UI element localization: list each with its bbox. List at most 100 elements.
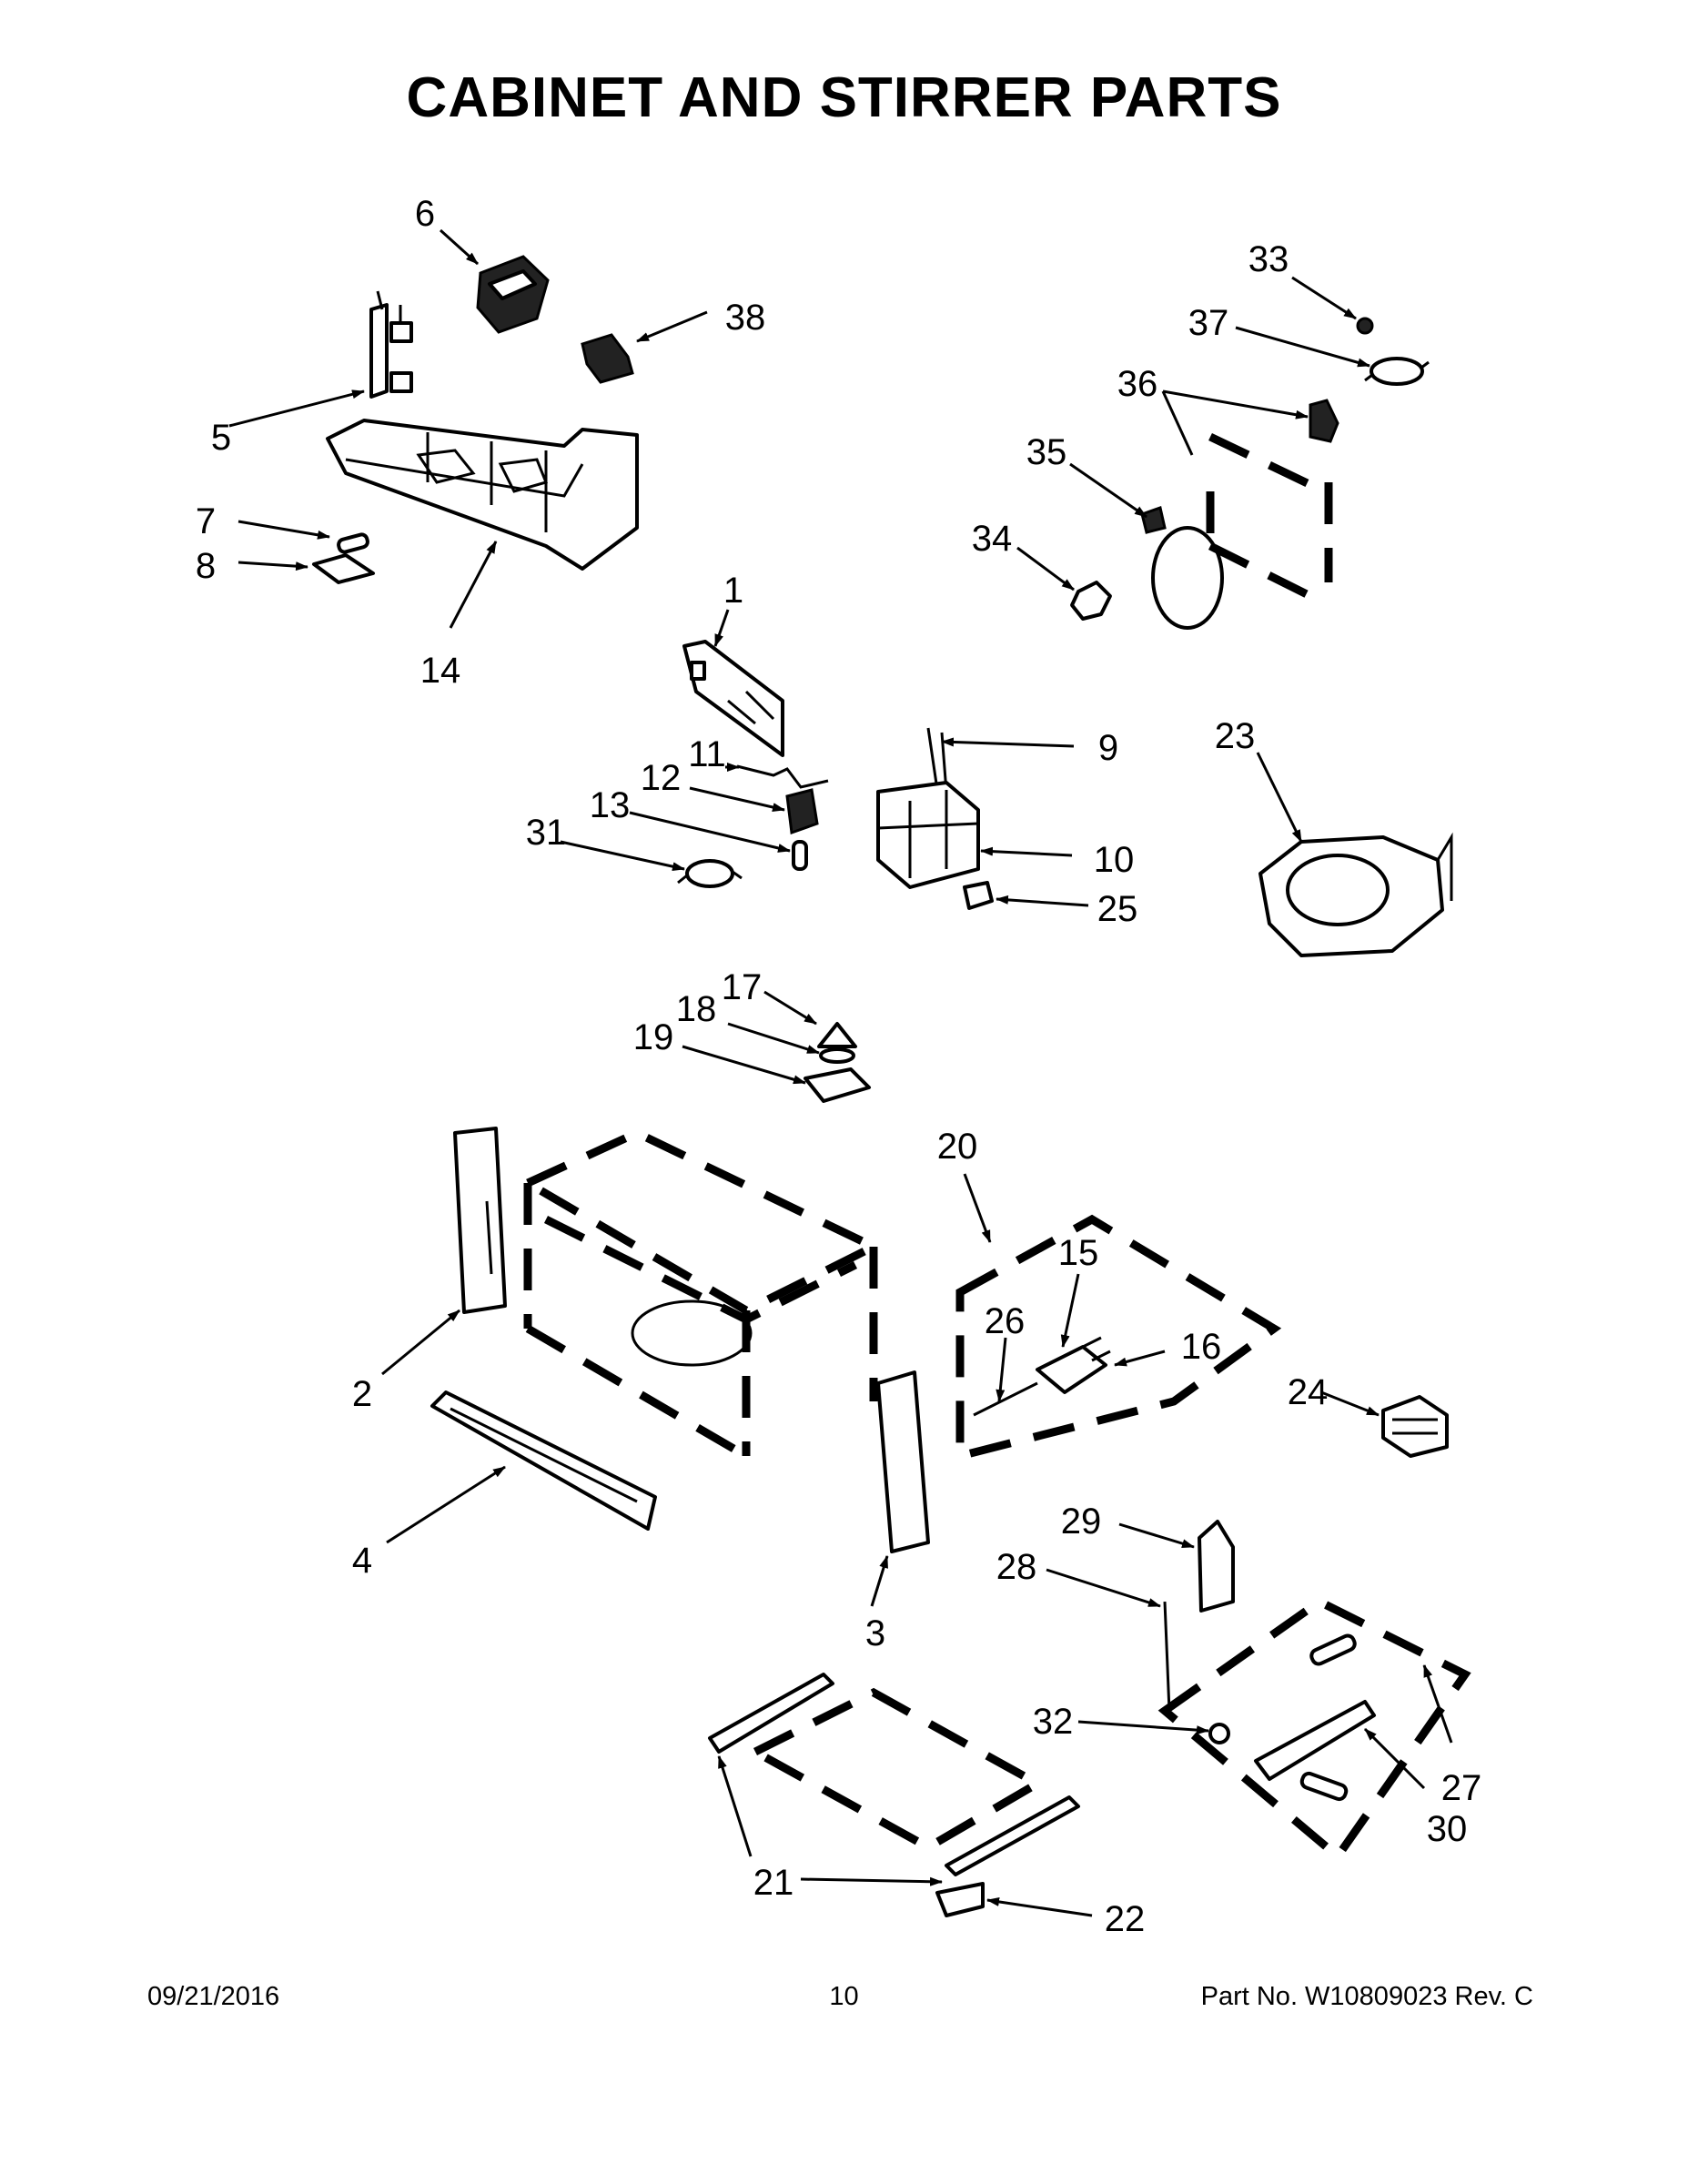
callout-25: 25 — [1097, 889, 1138, 929]
callout-12: 12 — [641, 758, 682, 798]
leader-4 — [386, 1465, 506, 1544]
part-23-blower — [1258, 832, 1453, 957]
callout-31: 31 — [526, 813, 567, 853]
leader-37 — [1235, 326, 1370, 368]
leader-17 — [763, 990, 817, 1026]
part-27-shaft — [1299, 1633, 1357, 1802]
leader-18 — [727, 1022, 820, 1055]
part-34-stirrer — [1070, 581, 1112, 621]
callout-34: 34 — [972, 519, 1013, 559]
callout-8: 8 — [196, 546, 216, 586]
callout-38: 38 — [725, 298, 766, 338]
callout-27: 27 — [1441, 1768, 1482, 1808]
part-1-pcb — [682, 640, 784, 757]
leader-7 — [238, 520, 330, 540]
callout-16: 16 — [1181, 1327, 1222, 1367]
part-15-bracket — [1036, 1345, 1107, 1394]
part-6-block — [476, 255, 550, 334]
leader-34 — [1016, 546, 1075, 592]
callout-3: 3 — [865, 1613, 885, 1653]
callout-4: 4 — [352, 1541, 372, 1581]
leader-21b — [800, 1876, 943, 1886]
callout-19: 19 — [633, 1017, 674, 1057]
part-29-bracket — [1198, 1520, 1235, 1613]
part-26-rod — [973, 1381, 1038, 1417]
callout-15: 15 — [1058, 1233, 1099, 1273]
leader-1 — [713, 609, 730, 647]
leader-19 — [682, 1045, 806, 1085]
part-16-sensor — [1082, 1336, 1111, 1362]
leader-15 — [1060, 1273, 1080, 1348]
leader-30 — [1363, 1727, 1426, 1790]
part-12-switch — [785, 788, 819, 835]
footer-part-number: Part No. W10809023 Rev. C — [1200, 1982, 1533, 2011]
callout-32: 32 — [1033, 1702, 1074, 1742]
callout-36: 36 — [1117, 364, 1158, 404]
callout-22: 22 — [1105, 1899, 1146, 1939]
callout-13: 13 — [590, 785, 631, 825]
leader-23 — [1256, 752, 1303, 843]
leader-25 — [996, 895, 1089, 907]
callout-24: 24 — [1288, 1372, 1329, 1412]
part-38-clip — [581, 333, 634, 384]
part-17-cap — [817, 1022, 857, 1048]
leader-8 — [238, 561, 308, 571]
part-10-transformer — [876, 781, 980, 889]
leader-27 — [1422, 1664, 1453, 1744]
part-31-thermostat — [677, 859, 743, 888]
part-19-foot — [804, 1067, 871, 1103]
part-18-washer — [819, 1047, 855, 1064]
part-24-relay — [1381, 1395, 1449, 1458]
leader-20 — [963, 1173, 992, 1243]
part-14-housing — [326, 419, 639, 571]
callout-numbers: 1 2 3 4 5 6 7 8 9 10 11 12 13 14 15 16 1… — [196, 194, 1481, 1939]
leader-3 — [870, 1555, 889, 1607]
leader-36b — [1161, 390, 1194, 456]
leader-35 — [1069, 462, 1147, 519]
callout-30: 30 — [1427, 1809, 1468, 1849]
leader-16 — [1114, 1350, 1166, 1367]
leader-33 — [1291, 276, 1357, 320]
leader-32 — [1077, 1720, 1209, 1735]
part-21-bottom-dashed — [708, 1673, 1080, 1876]
part-7-fuse — [337, 532, 369, 554]
callout-10: 10 — [1094, 840, 1135, 880]
leader-26 — [996, 1337, 1007, 1402]
part-2-side-panel — [453, 1127, 507, 1314]
leader-36 — [1162, 389, 1309, 420]
part-37-motor — [1364, 357, 1430, 386]
leader-31 — [560, 840, 685, 872]
part-36-bracket — [1309, 399, 1339, 443]
leader-24 — [1320, 1390, 1380, 1417]
part-33-bolt — [1356, 317, 1374, 335]
leader-21a — [717, 1755, 753, 1857]
part-11-wire — [736, 764, 829, 789]
callout-33: 33 — [1248, 239, 1289, 279]
page-title: CABINET AND STIRRER PARTS — [406, 66, 1282, 129]
stirrer-cover-dashed — [1206, 432, 1333, 605]
part-13-bulb — [792, 840, 808, 871]
callout-37: 37 — [1188, 303, 1229, 343]
part-25-screw — [963, 881, 994, 910]
part-8-holder — [312, 553, 375, 584]
callout-11: 11 — [688, 734, 726, 774]
callout-18: 18 — [676, 989, 717, 1029]
leader-29 — [1118, 1522, 1195, 1549]
part-35-heater — [1140, 506, 1224, 630]
callout-21: 21 — [753, 1863, 794, 1903]
leader-10 — [980, 846, 1073, 857]
part-4-rail — [430, 1390, 657, 1531]
callout-20: 20 — [937, 1127, 978, 1167]
leader-5 — [228, 389, 365, 428]
callout-5: 5 — [211, 418, 231, 458]
callout-23: 23 — [1215, 716, 1256, 756]
part-28-pin — [1163, 1601, 1171, 1712]
leader-lines — [228, 228, 1453, 1917]
part-27-dashed-box — [1157, 1596, 1471, 1863]
part-30-shaft-bar — [1254, 1700, 1376, 1781]
leader-12 — [689, 786, 785, 812]
callout-6: 6 — [415, 194, 435, 234]
callout-35: 35 — [1026, 432, 1067, 472]
callout-17: 17 — [722, 967, 763, 1007]
